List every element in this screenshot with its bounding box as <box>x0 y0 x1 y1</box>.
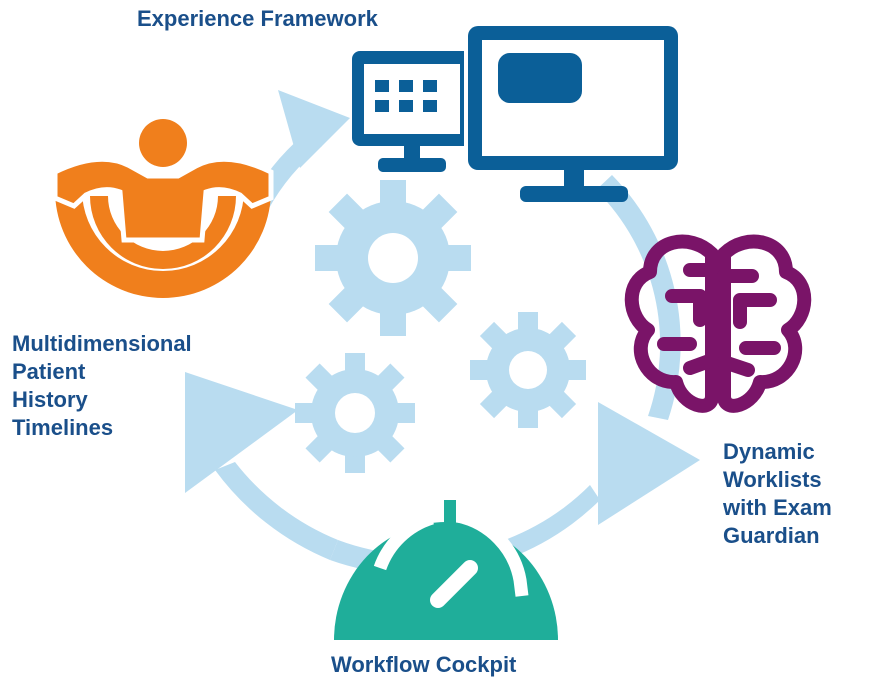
brain-icon <box>624 234 812 413</box>
desktop-monitors-icon <box>352 22 682 202</box>
label-line: Patient <box>12 359 86 384</box>
label-line: Guardian <box>723 523 820 548</box>
label-line: Workflow Cockpit <box>331 652 517 677</box>
label-workflow-cockpit: Workflow Cockpit <box>331 651 516 679</box>
label-line: with Exam <box>723 495 832 520</box>
cycle-arrowhead-right <box>598 402 700 525</box>
label-line: Experience Framework <box>137 6 378 31</box>
patient-history-icon <box>52 119 274 298</box>
cycle-arc-right <box>596 175 681 420</box>
gear-medium <box>470 312 586 428</box>
label-line: Multidimensional <box>12 331 192 356</box>
gear-large <box>315 180 471 336</box>
label-line: Timelines <box>12 415 114 440</box>
label-experience-framework: Experience Framework <box>137 5 378 33</box>
label-line: Dynamic <box>723 439 815 464</box>
label-line: Worklists <box>723 467 822 492</box>
gear-small <box>295 353 415 473</box>
speedometer-gauge-icon <box>334 500 558 640</box>
label-patient-history-timelines: Multidimensional Patient History Timelin… <box>12 330 192 442</box>
cycle-arc-left <box>215 462 338 560</box>
label-line: History <box>12 387 88 412</box>
label-dynamic-worklists: Dynamic Worklists with Exam Guardian <box>723 438 832 550</box>
cycle-arrowhead-left <box>185 372 298 493</box>
cycle-arrowhead-top <box>278 90 350 168</box>
